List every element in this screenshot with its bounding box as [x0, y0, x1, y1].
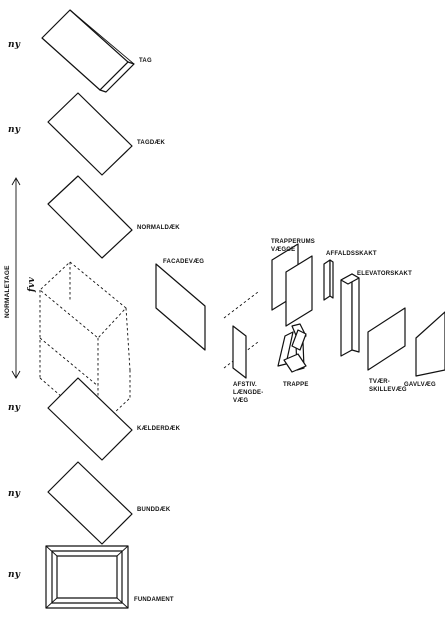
staircase-shape: [277, 323, 307, 373]
bracing-longitudinal-wall: [223, 291, 259, 379]
label-kaelderdaek: KÆLDERDÆK: [137, 426, 181, 432]
label-trapperums-line2: VÆGGE: [271, 247, 295, 253]
handwritten-mark-basement-deck: ny: [8, 403, 21, 413]
cross-partition-wall: [367, 307, 406, 371]
label-bunddaek: BUNDDÆK: [137, 507, 171, 513]
roof-deck-slab: [47, 92, 133, 176]
label-fundament: FUNDAMENT: [134, 597, 174, 603]
roof-shape: [41, 9, 135, 93]
basement-deck-slab: [47, 377, 133, 461]
normaletage-label: NORMALETAGE: [4, 265, 11, 318]
label-tvaer-line2: SKILLEVÆG: [369, 387, 407, 393]
gable-wall: [415, 311, 445, 377]
label-trapperums-line1: TRAPPERUMS: [271, 239, 315, 245]
label-tagdaek: TAGDÆK: [137, 140, 166, 146]
handwritten-mark-foundation: ny: [8, 570, 21, 580]
handwritten-mark-normaletage: fvv: [27, 276, 37, 293]
label-facadevaeg: FACADEVÆG: [163, 259, 204, 265]
normal-deck-slab: [47, 175, 133, 259]
elevator-shaft: [340, 273, 360, 357]
label-gavlvaeg: GAVLVÆG: [404, 382, 436, 388]
label-afstiv-line1: AFSTIV.: [233, 382, 257, 388]
label-affaldsskakt: AFFALDSSKAKT: [326, 251, 377, 257]
label-afstiv-line3: VÆG: [233, 398, 248, 404]
handwritten-mark-ground-deck: ny: [8, 489, 21, 499]
ground-deck-slab: [47, 461, 133, 545]
foundation-frame: [45, 545, 129, 609]
label-elevatorskakt: ELEVATORSKAKT: [357, 271, 412, 277]
stairwell-walls: [271, 243, 313, 327]
label-afstiv-line2: LÆNGDE-: [233, 390, 263, 396]
refuse-chute: [323, 259, 334, 301]
label-tvaer-line1: TVÆR-: [369, 379, 390, 385]
label-trappe: TRAPPE: [283, 382, 309, 388]
handwritten-mark-roof: ny: [8, 40, 21, 50]
label-normaldaek: NORMALDÆK: [137, 225, 180, 231]
normaletage-dimension-arrow: [11, 177, 21, 379]
label-tag: TAG: [139, 58, 152, 64]
handwritten-mark-roof-deck: ny: [8, 125, 21, 135]
facade-wall-panel: [155, 263, 206, 351]
